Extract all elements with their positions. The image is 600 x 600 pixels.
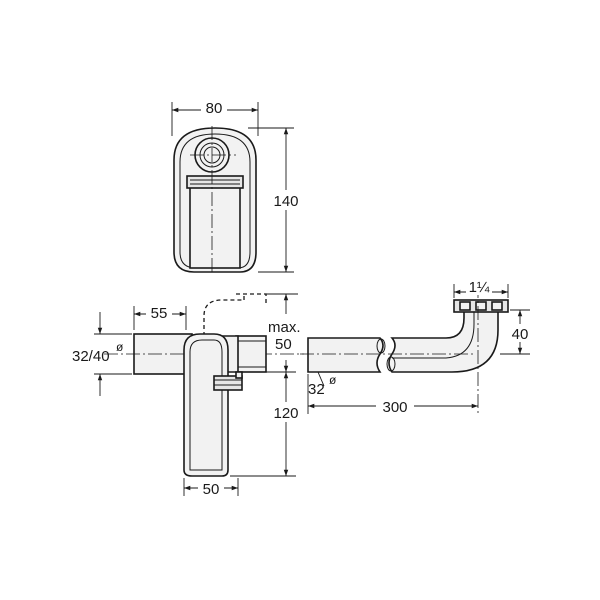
- pipe-bend-segment: [388, 309, 499, 373]
- dim-max-label: max.: [268, 319, 301, 336]
- dim-inlet-diameter-symbol: ø: [116, 340, 124, 354]
- dim-thread-size: 1¼: [469, 279, 490, 296]
- dim-max-value: 50: [275, 336, 292, 353]
- dim-body-height: 120: [273, 405, 298, 422]
- dim-pipe-diameter: 32: [308, 381, 325, 398]
- side-view-body: [183, 333, 229, 477]
- top-view-tube: [189, 185, 241, 269]
- top-view: 80 140: [171, 98, 302, 274]
- side-view: 55 32/40 ø max. 50 120 50: [72, 293, 304, 498]
- dim-inlet-offset: 55: [151, 305, 168, 322]
- dim-top-height: 140: [273, 193, 298, 210]
- dim-body-width: 50: [203, 481, 220, 498]
- dim-outlet-drop: 40: [512, 326, 529, 343]
- top-view-nut: [186, 175, 244, 189]
- dim-pipe-length: 300: [382, 399, 407, 416]
- dim-top-width: 80: [206, 100, 223, 117]
- outlet-pipe-view: 1¼ 40 32 ø 300: [300, 278, 532, 416]
- pipe-left-segment: [307, 337, 384, 373]
- side-view-outlet-stub: [235, 335, 267, 373]
- top-view-inner-outline: [179, 133, 251, 269]
- side-view-dashed-position: [203, 296, 245, 336]
- dim-pipe-diameter-symbol: ø: [329, 373, 337, 387]
- dim-inlet-diameter: 32/40: [72, 348, 110, 365]
